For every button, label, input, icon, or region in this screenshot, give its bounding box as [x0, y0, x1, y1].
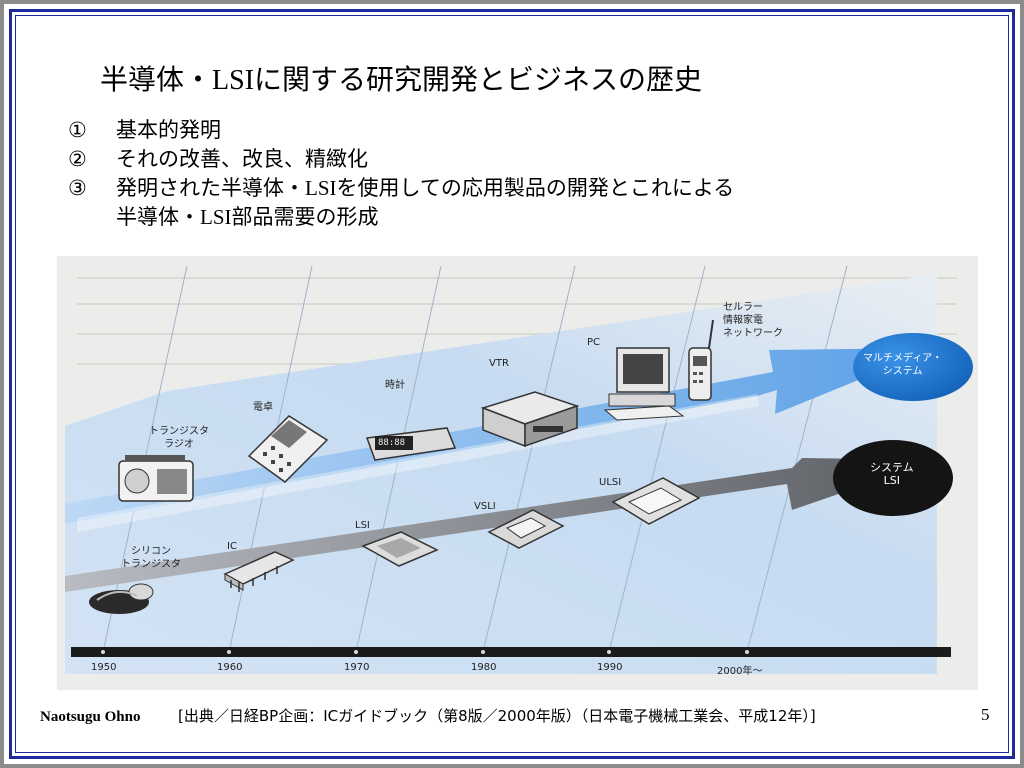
bullet-text: それの改善、改良、精緻化 [116, 147, 368, 171]
timeline-ticks [101, 650, 749, 654]
pc-illustration [603, 347, 685, 421]
bullet-text-b: を使用しての応用製品の開発とこれによる [336, 176, 735, 200]
cellular-phone-illustration [688, 319, 714, 401]
year-label-1980: 1980 [471, 662, 497, 673]
transistor-radio-illustration [118, 455, 194, 502]
slide-title: 半導体・LSIに関する研究開発とビジネスの歴史 [100, 58, 702, 98]
history-figure: トランジスタラジオ 電卓 時計 88:88 VTR PC セルラー情報家電ネット… [57, 256, 978, 690]
label-calculator: 電卓 [253, 402, 273, 413]
calculator-illustration [247, 415, 329, 483]
bullet-text: 基本的発明 [116, 118, 221, 142]
vtr-illustration [480, 391, 580, 448]
author-name: Naotsugu Ohno [40, 709, 141, 725]
bullet-cont-lsi: LSI [200, 205, 232, 229]
year-label-1990: 1990 [597, 662, 623, 673]
label-lsi: LSI [355, 520, 370, 531]
slide-frame-border [9, 9, 1015, 759]
bullet-text-a: 発明された半導体・ [116, 176, 305, 200]
title-lsi: LSI [212, 65, 255, 96]
label-multimedia-system: マルチメディア・システム [863, 353, 943, 377]
year-label-2000: 2000年～ [717, 666, 763, 677]
system-lsi-target [833, 440, 953, 516]
bullet-number: ③ [68, 176, 87, 200]
label-clock: 時計 [385, 380, 405, 391]
bullet-list: ① 基本的発明 ② それの改善、改良、精緻化 ③ 発明された半導体・LSIを使用… [68, 116, 734, 232]
silicon-transistor-illustration [89, 583, 154, 614]
bullet-text-lsi: LSI [305, 176, 337, 200]
title-prefix: 半導体・ [100, 63, 213, 96]
page-number: 5 [981, 705, 990, 724]
bullet-text: 発明された半導体・LSIを使用しての応用製品の開発とこれによる [116, 174, 734, 203]
products-arrow-highlight [77, 394, 759, 532]
year-label-1960: 1960 [217, 662, 243, 673]
bullet-number: ② [68, 147, 87, 171]
timeline-wedge [65, 274, 937, 674]
timeline-bar [71, 647, 951, 657]
label-ulsi: ULSI [599, 477, 622, 488]
multimedia-target [853, 333, 973, 401]
year-label-1950: 1950 [91, 662, 117, 673]
label-ic: IC [227, 541, 237, 552]
bullet-cont-b: 部品需要の形成 [231, 205, 379, 229]
digital-clock-illustration [365, 427, 457, 461]
label-pc: PC [587, 337, 601, 348]
clock-display: 88:88 [378, 438, 406, 448]
label-transistor-radio: トランジスタラジオ [149, 426, 209, 450]
ulsi-chip-illustration [611, 477, 701, 525]
slide-inner-border [15, 15, 1009, 753]
bullet-number: ① [68, 118, 87, 142]
vlsi-chip-illustration [487, 509, 565, 549]
figure-graphics [57, 256, 978, 690]
bullet-cont-a: 半導体・ [116, 205, 200, 229]
bullet-item-2: ② それの改善、改良、精緻化 [68, 145, 734, 174]
source-citation: [出典／日経BP企画：ICガイドブック（第8版／2000年版）（日本電子機械工業… [178, 707, 816, 725]
bullet-item-3: ③ 発明された半導体・LSIを使用しての応用製品の開発とこれによる [68, 174, 734, 203]
label-silicon-transistor: シリコントランジスタ [121, 546, 181, 570]
bullet-item-1: ① 基本的発明 [68, 116, 734, 145]
lsi-chip-illustration [361, 531, 439, 567]
ic-chip-illustration [223, 551, 295, 592]
year-label-1970: 1970 [344, 662, 370, 673]
label-vtr: VTR [489, 358, 509, 369]
label-vlsi: VSLI [474, 501, 496, 512]
label-cellular-network: セルラー情報家電ネットワーク [723, 302, 783, 339]
title-suffix: に関する研究開発とビジネスの歴史 [254, 63, 703, 96]
